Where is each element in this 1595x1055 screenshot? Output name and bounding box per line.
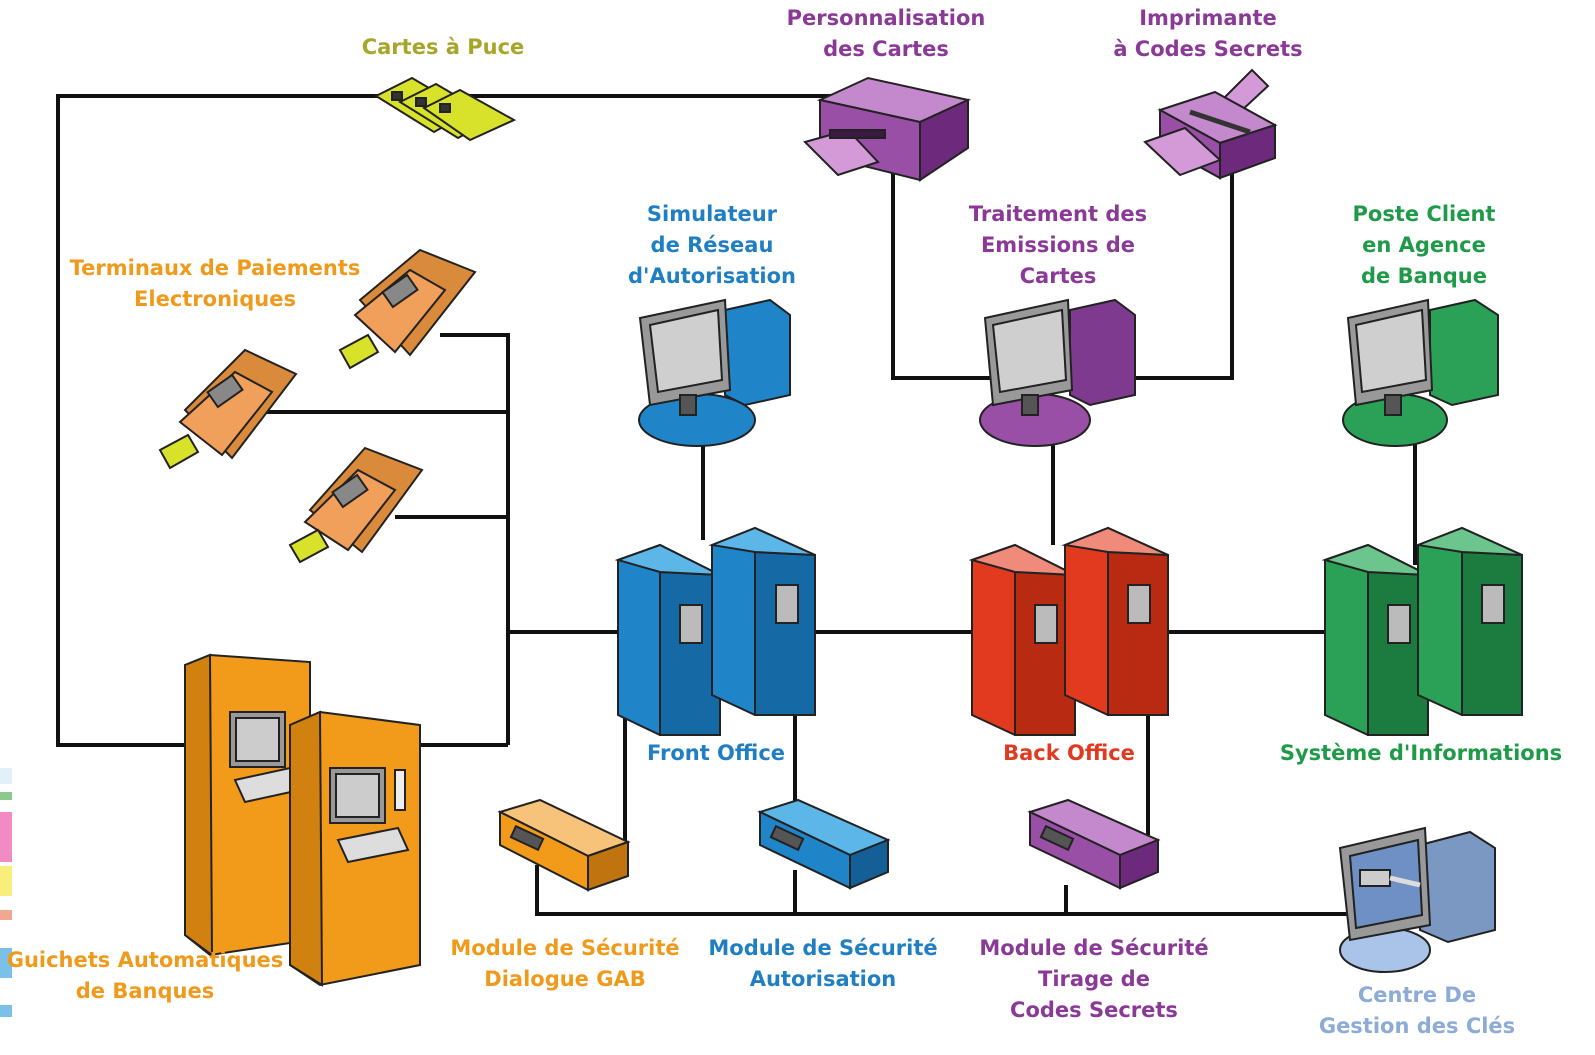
label-guichets: Guichets Automatiques de Banques	[6, 948, 284, 1003]
information-system-servers-icon	[1321, 526, 1523, 736]
edge-strip-light-blue	[0, 768, 12, 784]
label-front-office: Front Office	[646, 741, 786, 765]
label-back-office: Back Office	[1003, 741, 1135, 765]
edge-strip-salmon	[0, 910, 12, 920]
card-personalisation-machine-icon	[803, 76, 972, 182]
security-bus-line	[535, 865, 1355, 916]
payment-terminal-3-icon	[288, 446, 424, 564]
tpe-bus-line	[440, 333, 510, 745]
edge-strip-yellow	[0, 866, 12, 896]
security-module-gab-icon	[497, 798, 631, 892]
edge-strip-pink	[0, 812, 12, 862]
atm-1-icon	[184, 653, 311, 957]
edge-strip-blue-2	[0, 1005, 12, 1017]
security-module-tirage-icon	[1027, 798, 1161, 890]
edge-strip-green	[0, 792, 12, 800]
label-cartes-puce: Cartes à Puce	[361, 35, 525, 59]
label-module-tirage: Module de Sécurité Tirage de Codes Secre…	[979, 936, 1209, 1022]
simulator-workstation-icon	[638, 298, 791, 447]
label-systeme-informations: Système d'Informations	[1279, 741, 1563, 765]
label-personnalisation: Personnalisation des Cartes	[786, 6, 986, 61]
atm-2-icon	[289, 710, 421, 987]
key-management-workstation-icon	[1338, 826, 1496, 973]
payment-terminal-1-icon	[338, 248, 477, 370]
security-module-auth-icon	[757, 798, 891, 890]
code-printer-icon	[1143, 68, 1278, 180]
label-terminaux: Terminaux de Paiements Electroniques	[69, 256, 361, 311]
back-office-servers-icon	[968, 526, 1169, 736]
label-module-auth: Module de Sécurité Autorisation	[708, 936, 938, 991]
label-centre-cles: Centre De Gestion des Clés	[1318, 983, 1516, 1038]
perso-to-traitement-line	[891, 165, 1000, 380]
label-poste-client: Poste Client en Agence de Banque	[1352, 202, 1496, 288]
agency-client-workstation-icon	[1342, 298, 1499, 447]
label-module-gab: Module de Sécurité Dialogue GAB	[450, 936, 680, 991]
imprimante-to-traitement-line	[1135, 165, 1234, 380]
smart-cards-icon	[373, 76, 517, 142]
edge-strip-blue	[0, 948, 12, 978]
card-emission-workstation-icon	[979, 298, 1136, 447]
label-imprimante: Imprimante à Codes Secrets	[1113, 6, 1303, 61]
front-office-servers-icon	[614, 526, 816, 736]
label-traitement: Traitement des Emissions de Cartes	[968, 202, 1148, 288]
label-simulateur: Simulateur de Réseau d'Autorisation	[628, 202, 796, 288]
payment-terminal-2-icon	[158, 348, 298, 470]
